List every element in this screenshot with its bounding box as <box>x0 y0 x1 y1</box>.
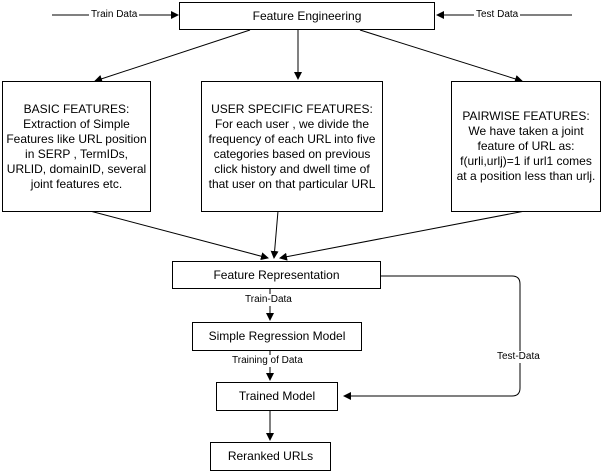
pairwise-features-text: PAIRWISE FEATURES: We have taken a joint… <box>456 109 596 183</box>
pairwise-features-box: PAIRWISE FEATURES: We have taken a joint… <box>451 81 601 212</box>
user-to-representation-arrow <box>270 210 279 259</box>
test-data-edge-label: Test-Data <box>495 351 542 363</box>
trained-model-label: Trained Model <box>238 389 316 403</box>
trained-model-box: Trained Model <box>216 382 338 411</box>
user-specific-features-box: USER SPECIFIC FEATURES: For each user , … <box>201 81 383 212</box>
train-data-input-label: Train Data <box>89 9 140 21</box>
simple-regression-model-label: Simple Regression Model <box>208 329 346 343</box>
feature-engineering-box: Feature Engineering <box>179 2 435 30</box>
fe-to-basic-arrow <box>94 29 251 83</box>
fe-to-pairwise-arrow <box>359 29 523 83</box>
basic-features-box: BASIC FEATURES: Extraction of Simple Fea… <box>2 81 151 212</box>
test-data-input-label: Test Data <box>474 9 521 21</box>
feature-engineering-label: Feature Engineering <box>252 8 362 23</box>
basic-to-representation-arrow <box>89 210 269 261</box>
test-data-loop-arrow <box>343 275 521 400</box>
feature-representation-box: Feature Representation <box>172 261 381 289</box>
reranked-urls-label: Reranked URLs <box>227 449 314 463</box>
feature-representation-label: Feature Representation <box>213 267 340 282</box>
training-of-data-edge-label: Training of Data <box>230 355 305 367</box>
train-data-edge-label: Train-Data <box>243 294 294 306</box>
simple-regression-model-box: Simple Regression Model <box>192 322 362 351</box>
pairwise-to-representation-arrow <box>279 210 526 261</box>
user-specific-features-text: USER SPECIFIC FEATURES: For each user , … <box>208 101 376 191</box>
basic-features-text: BASIC FEATURES: Extraction of Simple Fea… <box>6 101 147 191</box>
reranked-urls-box: Reranked URLs <box>210 442 331 471</box>
